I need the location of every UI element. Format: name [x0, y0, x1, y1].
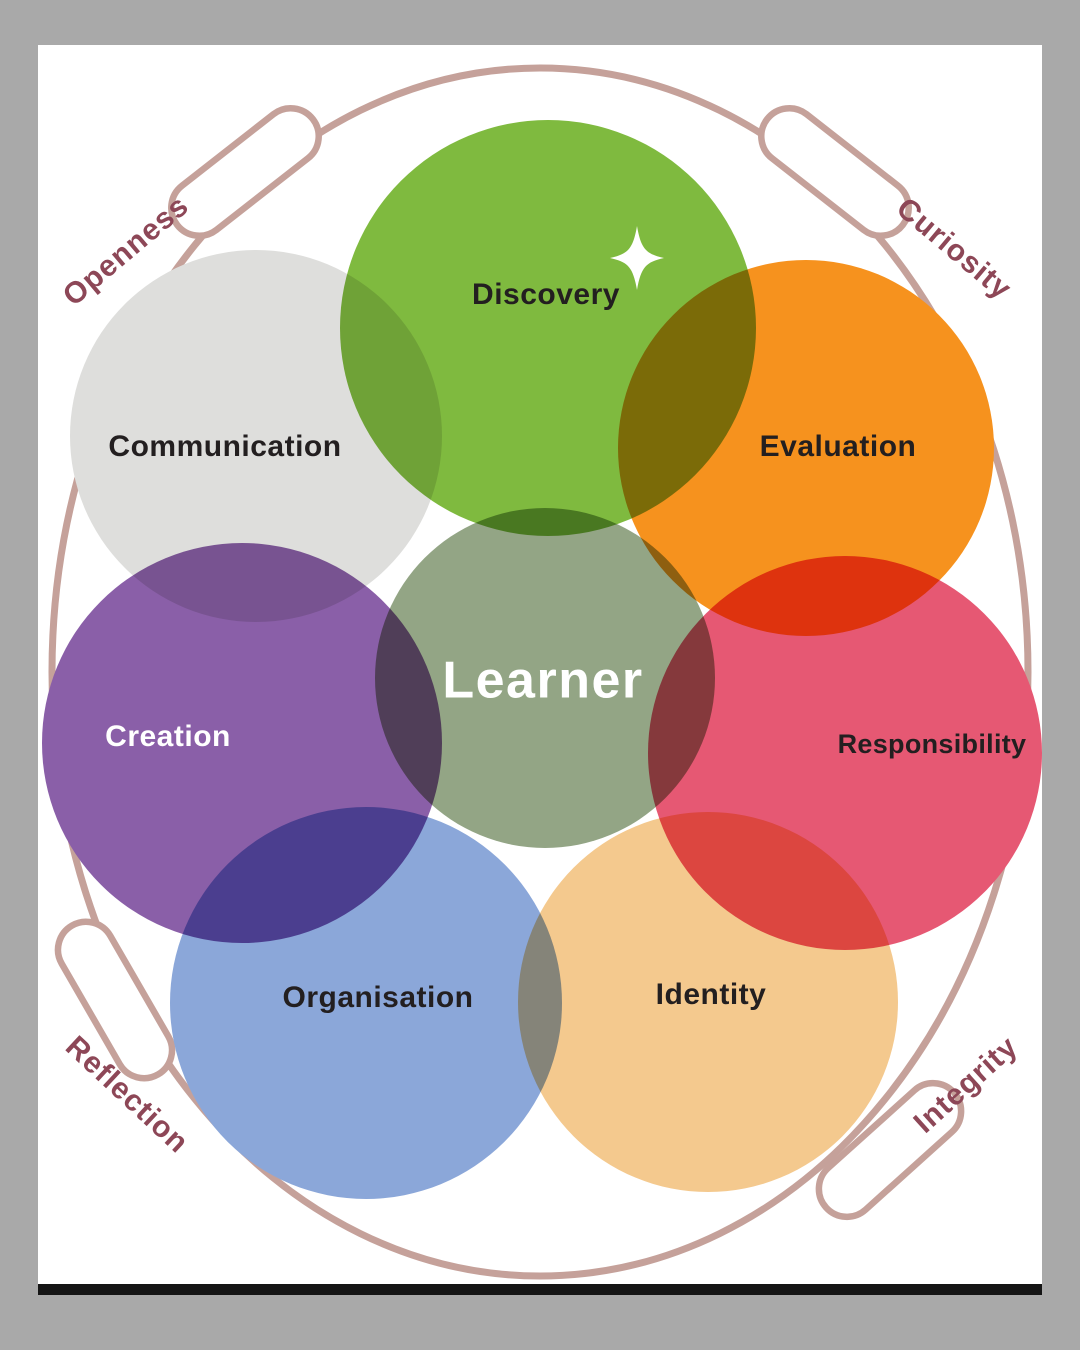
label-organisation: Organisation — [282, 981, 473, 1014]
label-evaluation: Evaluation — [760, 430, 917, 463]
label-responsibility: Responsibility — [838, 729, 1027, 759]
capsule-curiosity — [758, 105, 912, 239]
page-bottom-edge — [38, 1284, 1042, 1295]
circle-cluster — [42, 120, 1042, 1199]
circle-identity — [518, 812, 898, 1192]
label-identity: Identity — [656, 978, 767, 1011]
capsule-reflection — [54, 918, 176, 1082]
circle-learner-center — [375, 508, 715, 848]
label-communication: Communication — [108, 430, 341, 463]
capsule-openness — [168, 105, 322, 239]
values-ring — [48, 64, 1032, 1280]
circle-organisation — [170, 807, 562, 1199]
label-creation: Creation — [105, 720, 231, 753]
sparkle-icon — [610, 226, 664, 290]
circle-evaluation — [618, 260, 994, 636]
label-learner: Learner — [442, 652, 643, 710]
circle-communication — [70, 250, 442, 622]
label-discovery: Discovery — [472, 278, 620, 311]
capsule-integrity — [815, 1079, 965, 1221]
